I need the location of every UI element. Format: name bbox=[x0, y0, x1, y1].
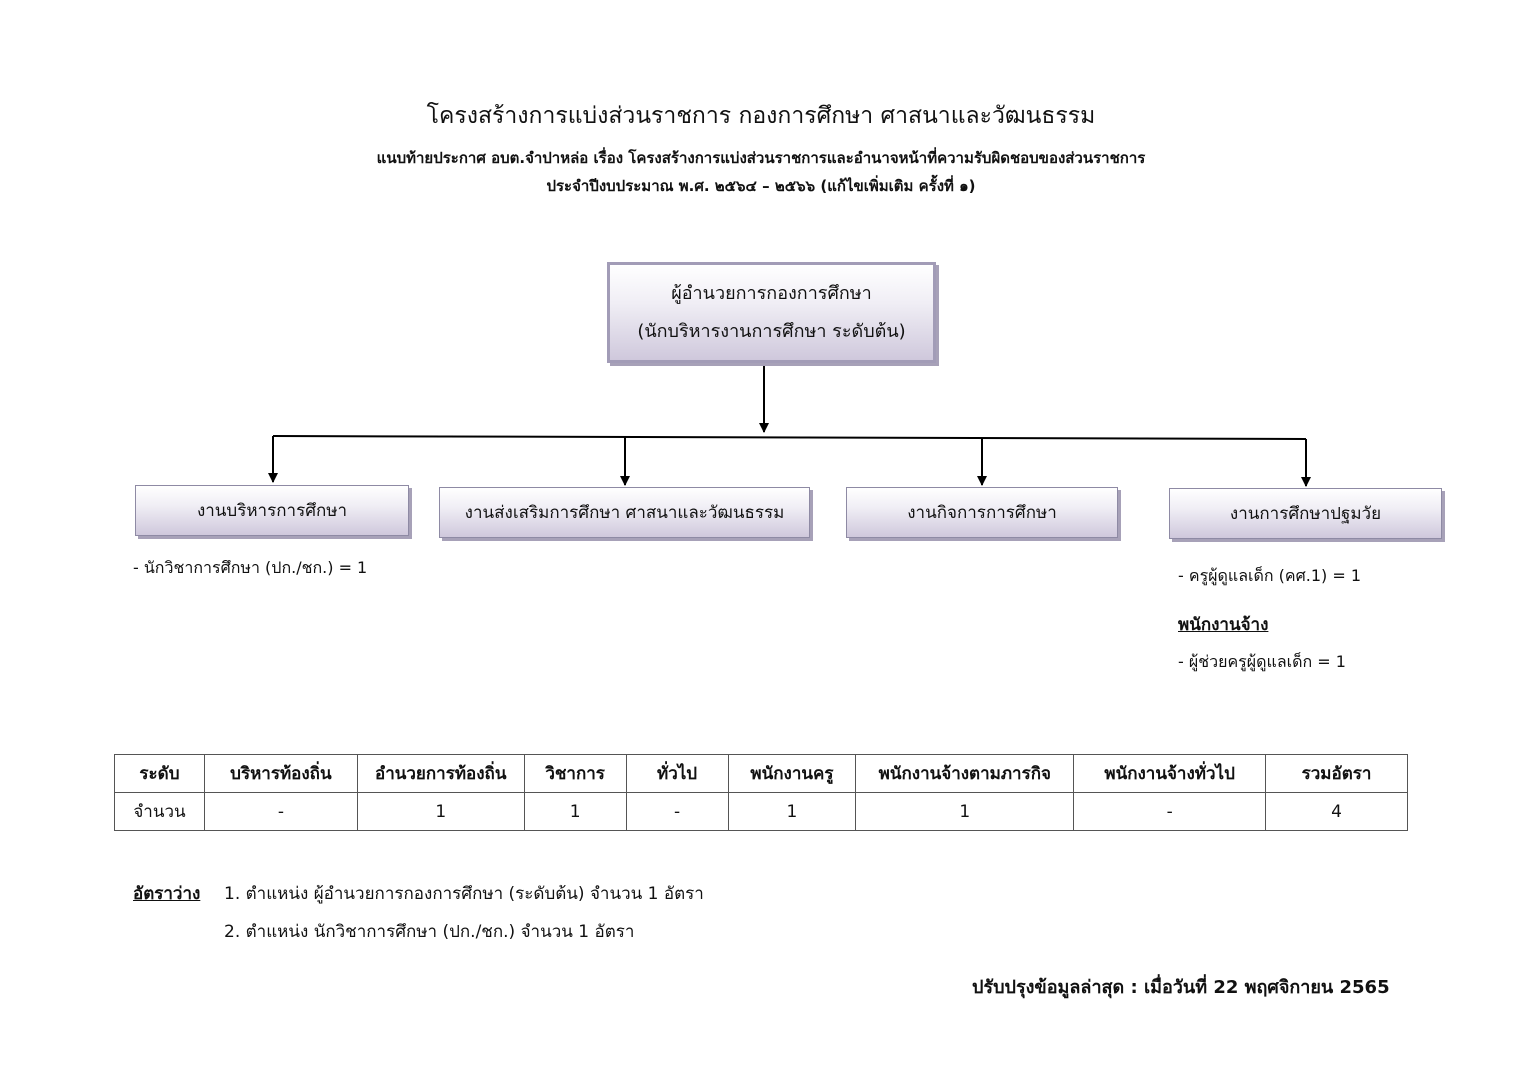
table-header-cell: รวมอัตรา bbox=[1265, 754, 1408, 793]
unit4-employee-heading: พนักงานจ้าง bbox=[1178, 615, 1269, 635]
unit4-employee-note: - ผู้ช่วยครูผู้ดูแลเด็ก = 1 bbox=[1178, 652, 1346, 671]
vacancy-item-1: 1. ตำแหน่ง ผู้อำนวยการกองการศึกษา (ระดับ… bbox=[224, 884, 704, 904]
staff-count-table: ระดับ บริหารท้องถิ่น อำนวยการท้องถิ่น วิ… bbox=[114, 754, 1408, 831]
table-cell: 1 bbox=[523, 792, 627, 831]
table-cell: จำนวน bbox=[114, 792, 205, 831]
org-unit-admin: งานบริหารการศึกษา bbox=[135, 485, 409, 536]
connector-horizontal bbox=[272, 435, 1307, 440]
table-header-row: ระดับ บริหารท้องถิ่น อำนวยการท้องถิ่น วิ… bbox=[114, 754, 1408, 793]
table-cell: 1 bbox=[855, 792, 1075, 831]
table-header-cell: อำนวยการท้องถิ่น bbox=[356, 754, 525, 793]
page-subtitle-line1: แนบท้ายประกาศ อบต.จำปาหล่อ เรื่อง โครงสร… bbox=[376, 149, 1146, 167]
table-cell: 1 bbox=[356, 792, 525, 831]
table-cell: - bbox=[1073, 792, 1267, 831]
org-unit-early-childhood: งานการศึกษาปฐมวัย bbox=[1169, 488, 1442, 539]
table-cell: - bbox=[203, 792, 358, 831]
table-cell: - bbox=[625, 792, 729, 831]
org-unit-affairs: งานกิจการการศึกษา bbox=[846, 487, 1118, 538]
unit4-staff-note: - ครูผู้ดูแลเด็ก (คศ.1) = 1 bbox=[1178, 566, 1362, 585]
org-head-box: ผู้อำนวยการกองการศึกษา (นักบริหารงานการศ… bbox=[607, 262, 936, 363]
page-subtitle-line2: ประจำปีงบประมาณ พ.ศ. ๒๕๖๔ – ๒๕๖๖ (แก้ไขเ… bbox=[546, 177, 976, 195]
table-header-cell: พนักงานจ้างตามภารกิจ bbox=[855, 754, 1075, 793]
table-header-cell: พนักงานจ้างทั่วไป bbox=[1073, 754, 1267, 793]
table-cell: 4 bbox=[1265, 792, 1408, 831]
vacancy-item-2: 2. ตำแหน่ง นักวิชาการศึกษา (ปก./ชก.) จำน… bbox=[224, 922, 635, 942]
org-head-title: ผู้อำนวยการกองการศึกษา bbox=[671, 282, 872, 304]
table-header-cell: บริหารท้องถิ่น bbox=[203, 754, 358, 793]
unit1-staff-note: - นักวิชาการศึกษา (ปก./ชก.) = 1 bbox=[133, 558, 368, 577]
last-updated: ปรับปรุงข้อมูลล่าสุด : เมื่อวันที่ 22 พฤ… bbox=[972, 977, 1390, 998]
table-header-cell: วิชาการ bbox=[523, 754, 627, 793]
page-title: โครงสร้างการแบ่งส่วนราชการ กองการศึกษา ศ… bbox=[426, 103, 1096, 129]
org-head-position: (นักบริหารงานการศึกษา ระดับต้น) bbox=[637, 320, 906, 342]
table-header-cell: ระดับ bbox=[114, 754, 205, 793]
table-cell: 1 bbox=[727, 792, 857, 831]
table-row: จำนวน - 1 1 - 1 1 - 4 bbox=[114, 792, 1408, 831]
table-header-cell: ทั่วไป bbox=[625, 754, 729, 793]
vacancies-label: อัตราว่าง bbox=[133, 884, 201, 904]
org-unit-promotion: งานส่งเสริมการศึกษา ศาสนาและวัฒนธรรม bbox=[439, 487, 810, 538]
table-header-cell: พนักงานครู bbox=[727, 754, 857, 793]
